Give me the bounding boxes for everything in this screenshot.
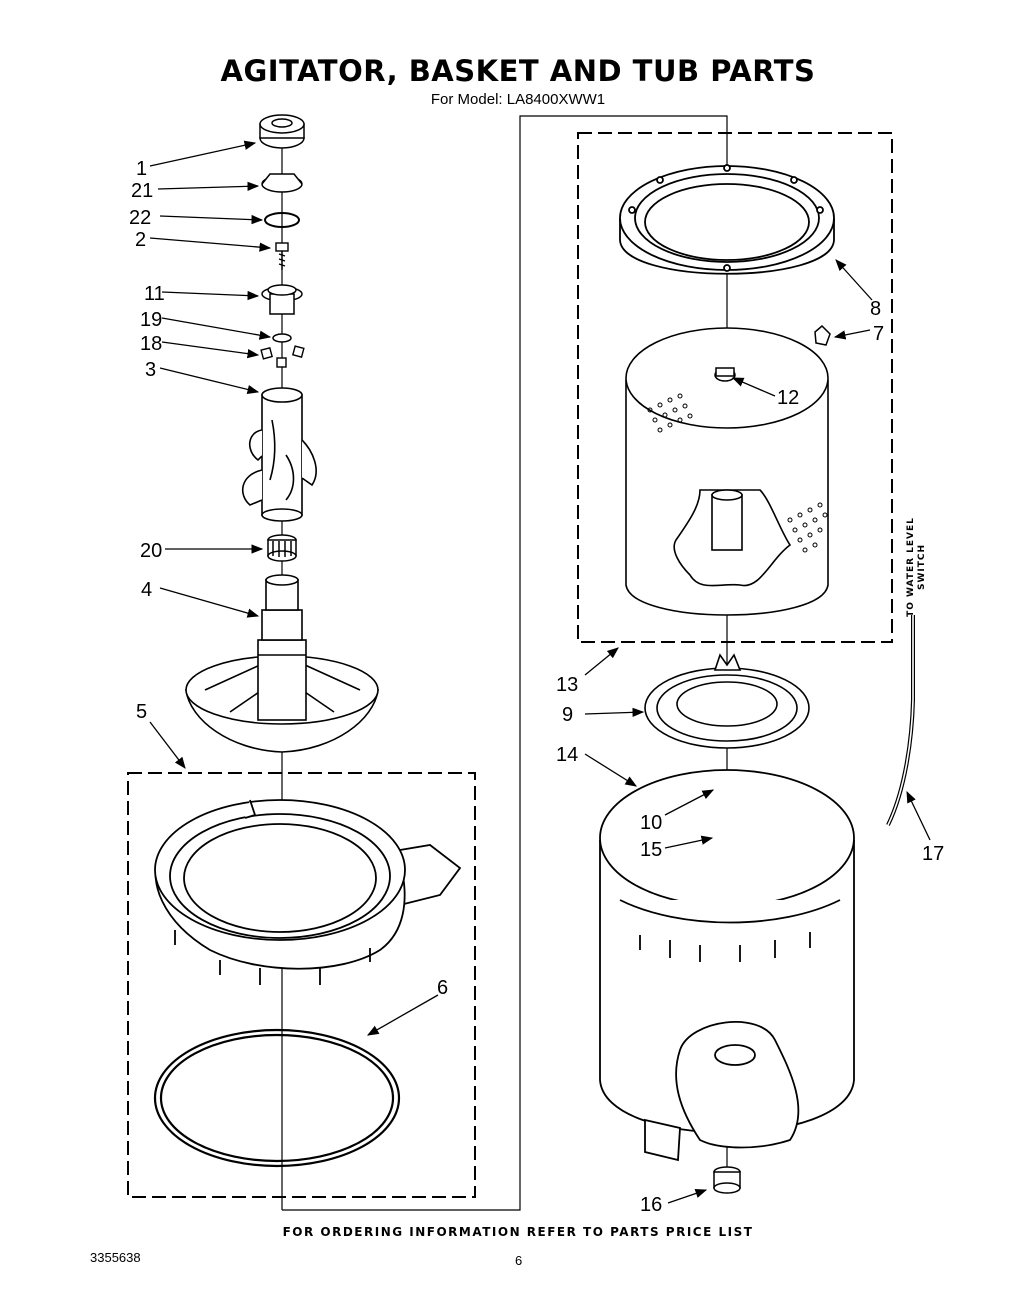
callout-12: 12 [777, 387, 799, 409]
nut-part [714, 367, 736, 382]
basket-ring-part [154, 799, 462, 985]
callout-14: 14 [556, 744, 578, 766]
drain-plug-part [713, 1166, 741, 1194]
page-number: 6 [515, 1253, 523, 1268]
callout-19: 19 [140, 309, 162, 331]
tub-ring-part [619, 164, 835, 275]
callout-22: 22 [129, 207, 151, 229]
agitator-part [241, 387, 317, 522]
basket-drive-part [185, 574, 379, 753]
document-number: 3355638 [90, 1250, 141, 1265]
callout-17: 17 [922, 843, 944, 865]
seal-ring-part [264, 212, 300, 228]
callout-18: 18 [140, 333, 162, 355]
callout-5: 5 [136, 701, 147, 723]
model-line: For Model: LA8400XWW1 [430, 91, 606, 108]
callout-8: 8 [870, 298, 881, 320]
callout-6: 6 [437, 977, 448, 999]
basket-perforations [647, 393, 828, 553]
callout-3: 3 [145, 359, 156, 381]
water-level-label-line-1: TO WATER LEVEL [906, 517, 916, 617]
callout-16: 16 [640, 1194, 662, 1216]
splined-coupling-part [267, 534, 297, 562]
gasket-ring-part [153, 1028, 401, 1168]
callout-9: 9 [562, 704, 573, 726]
agitator-cap-part [259, 114, 305, 149]
hub-ring-part [644, 653, 810, 749]
ordering-info-footer: FOR ORDERING INFORMATION REFER TO PARTS … [282, 1225, 754, 1239]
drive-dog-part [261, 284, 303, 315]
washer-part [272, 333, 292, 343]
cap-bracket-part [261, 173, 303, 193]
agitator-dogs-part [260, 345, 305, 368]
callout-7: 7 [873, 323, 884, 345]
page-title: AGITATOR, BASKET AND TUB PARTS [220, 54, 816, 88]
callout-10: 10 [640, 812, 662, 834]
bolt-part [275, 242, 289, 270]
clip-part [814, 324, 831, 346]
water-level-switch-label: TO WATER LEVEL SWITCH [902, 502, 932, 632]
callout-numbers: 1 21 22 2 11 19 18 3 20 4 5 6 8 7 12 13 … [129, 158, 944, 1216]
water-level-label-line-2: SWITCH [917, 543, 927, 591]
callout-leaders [149, 140, 931, 1204]
callout-11: 11 [144, 283, 165, 305]
basket-assembly-box [127, 772, 476, 1198]
inner-basket-assembly-box [577, 132, 893, 643]
callout-13: 13 [556, 674, 578, 696]
callout-4: 4 [141, 579, 152, 601]
callout-15: 15 [640, 839, 662, 861]
outer-tub-part [599, 769, 855, 1162]
callout-2: 2 [135, 229, 146, 251]
callout-20: 20 [140, 540, 162, 562]
callout-1: 1 [136, 158, 147, 180]
callout-21: 21 [131, 180, 153, 202]
